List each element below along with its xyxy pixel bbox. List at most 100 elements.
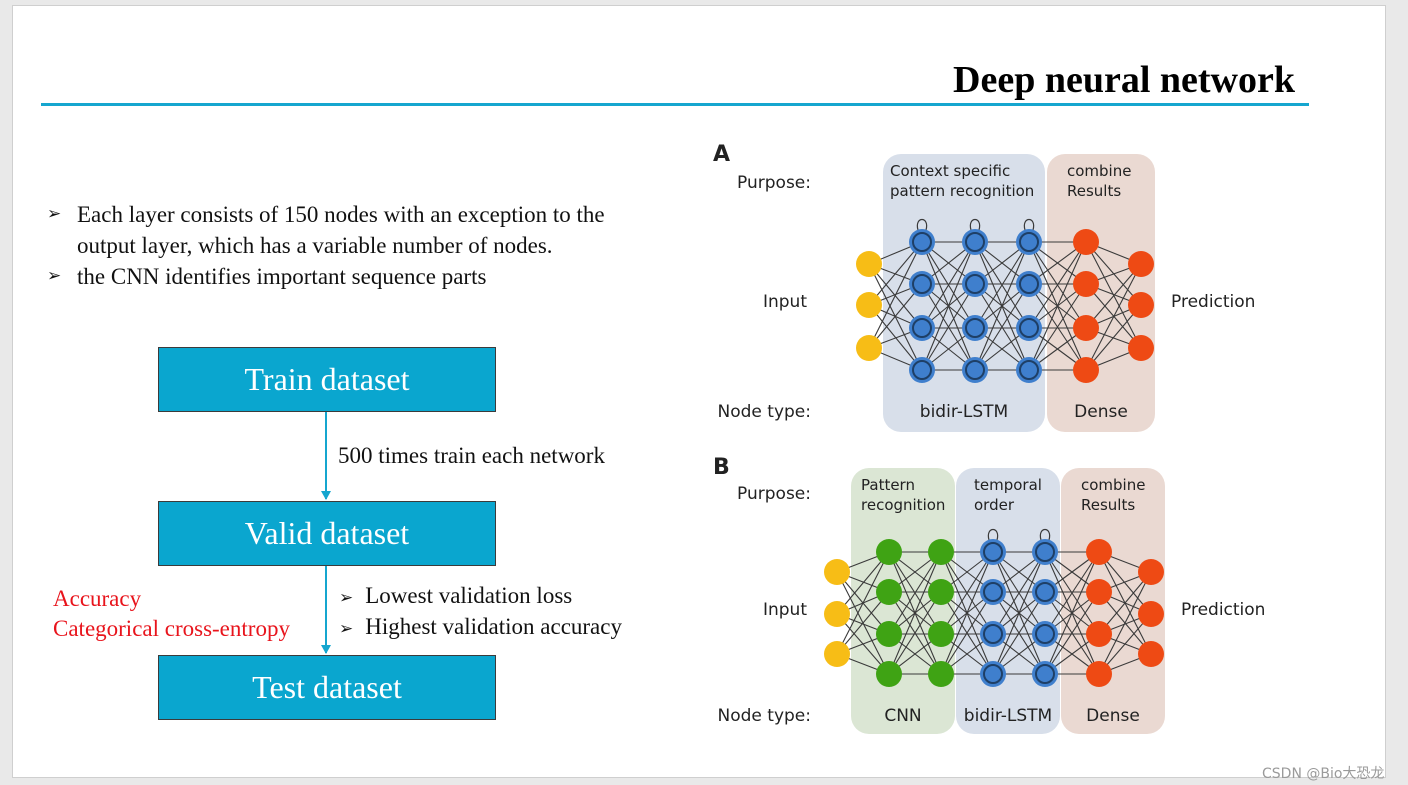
lstm-node-core <box>1019 360 1039 380</box>
network-edge <box>1028 283 1087 371</box>
recurrent-loop-icon <box>987 528 999 541</box>
slide: Deep neural network ➢ Each layer consist… <box>12 5 1386 782</box>
dense-node <box>1073 271 1099 297</box>
input-row-label: Input <box>763 600 807 620</box>
network-edge <box>868 241 923 349</box>
bullet-text-line: the CNN identifies important sequence pa… <box>77 264 487 289</box>
block-node-type-label: bidir-LSTM <box>920 402 1008 422</box>
lstm-node-core <box>1019 232 1039 252</box>
input-row-label: Input <box>763 292 807 312</box>
block-node-type-label: Dense <box>1086 706 1140 726</box>
lstm-node-core <box>1035 624 1055 644</box>
block-purpose-label: Pattern <box>861 476 915 494</box>
network-edge <box>888 551 942 675</box>
lstm-node-core <box>965 318 985 338</box>
cnn-node <box>928 579 954 605</box>
lstm-node-core <box>983 664 1003 684</box>
prediction-label: Prediction <box>1171 292 1255 312</box>
panel-letter: B <box>713 455 730 480</box>
network-edge <box>921 241 976 329</box>
block-purpose-label: Results <box>1081 496 1135 514</box>
cnn-node <box>876 621 902 647</box>
network-edge <box>1085 263 1142 329</box>
block-node-type-label: CNN <box>884 706 921 726</box>
lstm-node-core <box>912 232 932 252</box>
lstm-node-core <box>912 318 932 338</box>
network-edge <box>974 241 1030 371</box>
input-node <box>856 251 882 277</box>
network-edge <box>868 283 923 349</box>
slide-title: Deep neural network <box>953 59 1295 101</box>
layer-block-panel <box>1047 154 1155 432</box>
network-edge <box>888 551 942 635</box>
network-edge <box>1028 241 1087 371</box>
train-dataset-box: Train dataset <box>158 347 496 412</box>
cnn-node <box>928 539 954 565</box>
bullet-text-line: output layer, which has a variable numbe… <box>77 233 553 258</box>
lstm-node-core <box>983 582 1003 602</box>
network-edge <box>1085 263 1142 371</box>
purpose-row-label: Purpose: <box>737 173 811 193</box>
dense-node <box>1138 641 1164 667</box>
valid-dataset-box: Valid dataset <box>158 501 496 566</box>
block-purpose-label: recognition <box>861 496 945 514</box>
block-purpose-label: combine <box>1081 476 1145 494</box>
recurrent-loop-icon <box>969 218 981 231</box>
network-edge <box>992 591 1046 675</box>
lstm-node-core <box>912 360 932 380</box>
network-edge <box>940 551 994 635</box>
dense-node <box>1086 621 1112 647</box>
network-edge <box>1098 551 1152 615</box>
lstm-node-core <box>912 274 932 294</box>
layer-block-panel <box>1061 468 1165 734</box>
network-edge <box>921 241 976 371</box>
cnn-node <box>928 621 954 647</box>
network-edge <box>1044 551 1100 675</box>
layer-block-panel <box>851 468 955 734</box>
criterion-item: ➢Highest validation accuracy <box>339 614 622 640</box>
lstm-node-core <box>983 624 1003 644</box>
flow-arrow-down-icon <box>321 566 331 654</box>
dense-node <box>1128 335 1154 361</box>
dense-node <box>1073 315 1099 341</box>
network-edge <box>974 283 1030 371</box>
input-node <box>856 335 882 361</box>
network-edge <box>1098 571 1152 675</box>
dense-node <box>1138 601 1164 627</box>
arrowhead-bullet-icon: ➢ <box>47 266 62 286</box>
lstm-node-core <box>965 232 985 252</box>
network-edge <box>992 551 1046 675</box>
criterion-item: ➢Lowest validation loss <box>339 583 572 609</box>
network-edge <box>888 591 942 675</box>
network-edge <box>1044 551 1100 635</box>
dense-node <box>1128 251 1154 277</box>
lstm-node-core <box>1019 318 1039 338</box>
network-edge <box>1028 241 1087 329</box>
cnn-node <box>928 661 954 687</box>
network-edge <box>1098 613 1152 675</box>
dense-node <box>1086 539 1112 565</box>
dense-node <box>1086 661 1112 687</box>
block-node-type-label: bidir-LSTM <box>964 706 1052 726</box>
network-edge <box>940 551 994 675</box>
title-underline <box>41 103 1309 106</box>
flow-arrow-down-icon <box>321 412 331 500</box>
network-edge <box>1098 571 1152 635</box>
panel-letter: A <box>713 142 730 167</box>
metric-accuracy: Accuracy <box>53 586 142 611</box>
lstm-node-core <box>1019 274 1039 294</box>
block-purpose-label: pattern recognition <box>890 182 1034 200</box>
network-edge <box>836 551 890 615</box>
test-dataset-box: Test dataset <box>158 655 496 720</box>
input-node <box>824 641 850 667</box>
network-edge <box>868 241 923 306</box>
purpose-row-label: Purpose: <box>737 484 811 504</box>
lstm-node-core <box>965 360 985 380</box>
node-type-row-label: Node type: <box>718 706 811 726</box>
network-edge <box>1044 591 1100 675</box>
criterion-text: Lowest validation loss <box>365 583 573 608</box>
node-type-row-label: Node type: <box>718 402 811 422</box>
input-node <box>824 601 850 627</box>
cnn-node <box>876 579 902 605</box>
lstm-node-core <box>983 542 1003 562</box>
